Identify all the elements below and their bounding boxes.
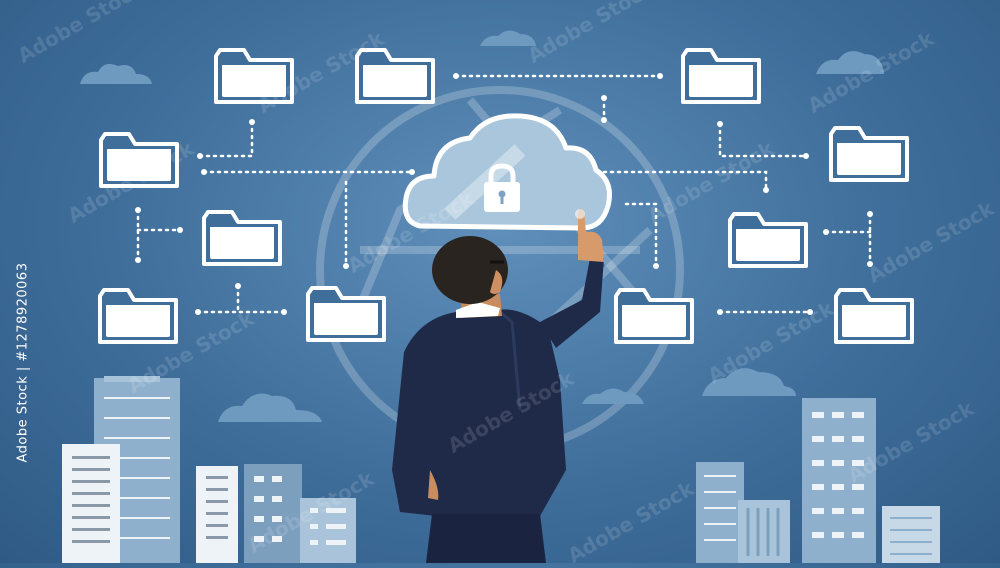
background-clouds <box>80 30 884 422</box>
building <box>300 498 356 563</box>
folder-icon <box>355 48 435 104</box>
trousers <box>426 514 546 563</box>
folder-icon <box>202 210 282 266</box>
folder-icon <box>834 288 914 344</box>
building <box>696 462 744 563</box>
touch-point <box>575 209 585 219</box>
hand <box>578 209 604 262</box>
connector-lines <box>136 74 872 314</box>
building <box>802 398 876 563</box>
folder-icon <box>728 212 808 268</box>
building <box>244 464 302 563</box>
building <box>196 466 238 563</box>
businessman <box>392 209 604 563</box>
head <box>432 236 508 304</box>
ear <box>490 270 503 294</box>
building <box>62 444 120 563</box>
connector-dots <box>135 73 873 315</box>
collar <box>456 302 500 318</box>
building <box>738 500 790 563</box>
stock-id-label: Adobe Stock | #1278920063 <box>15 262 31 463</box>
suit-jacket <box>392 309 566 516</box>
folder-icon <box>306 286 386 342</box>
city-skyline <box>62 376 940 563</box>
raised-arm <box>540 258 604 348</box>
folder-icon <box>829 126 909 182</box>
building <box>882 506 940 563</box>
cloud-lock-icon <box>402 113 612 231</box>
folder-icon <box>98 288 178 344</box>
folder-icon <box>214 48 294 104</box>
folder-icon <box>99 132 179 188</box>
left-hand <box>428 470 439 500</box>
folder-icon <box>681 48 761 104</box>
padlock-icon <box>484 163 520 212</box>
